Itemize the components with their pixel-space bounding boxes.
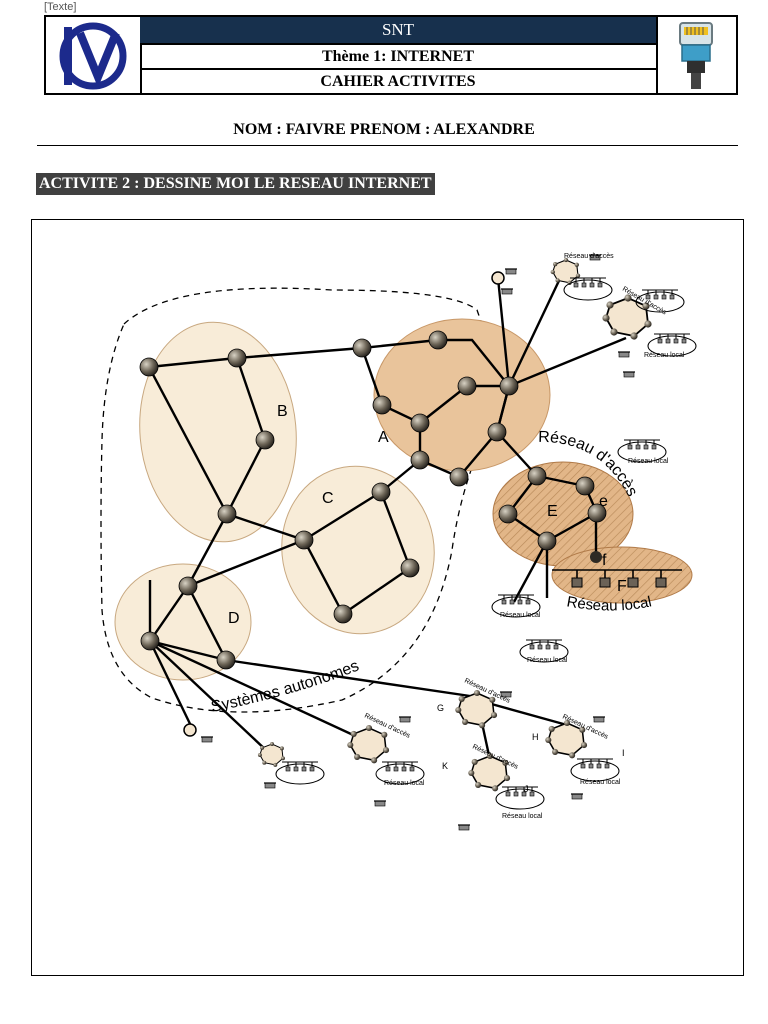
mini-label-local: Réseau local xyxy=(500,612,541,619)
mini-lan xyxy=(570,758,620,782)
theme-title: Thème 1: INTERNET xyxy=(140,45,656,70)
mini-device xyxy=(263,782,277,789)
label-g: G xyxy=(437,703,444,713)
label-d: D xyxy=(228,610,240,627)
lan-device xyxy=(627,577,639,588)
logo-cell xyxy=(46,17,142,93)
label-c: C xyxy=(322,490,334,507)
lan-device xyxy=(599,577,611,588)
lan-device xyxy=(571,577,583,588)
mini-label-access: Réseau d'accès xyxy=(564,253,614,260)
network-links xyxy=(147,267,627,761)
label-b: B xyxy=(277,403,288,420)
mini-device xyxy=(592,716,606,723)
mini-label-local: Réseau local xyxy=(527,657,568,664)
label-e-upper: E xyxy=(547,503,558,520)
label-a: A xyxy=(378,429,389,446)
ld-logo-icon xyxy=(59,22,127,90)
mini-device xyxy=(200,736,214,743)
notebook-title: CAHIER ACTIVITES xyxy=(320,73,476,90)
mini-router xyxy=(491,271,505,285)
router-nodes xyxy=(139,330,607,670)
mini-router xyxy=(183,723,197,737)
mini-device xyxy=(622,371,636,378)
label-local-network: Réseau local xyxy=(565,593,653,614)
mini-device xyxy=(398,716,412,723)
label-f-upper: F xyxy=(617,578,627,595)
label-h: H xyxy=(532,732,539,742)
label-f-lower: f xyxy=(602,552,607,569)
mini-device xyxy=(500,288,514,295)
corner-label: [Texte] xyxy=(44,1,77,13)
mini-label-local: Réseau local xyxy=(644,352,685,359)
router-f xyxy=(590,551,602,563)
mini-label-local: Réseau local xyxy=(580,779,621,786)
autonomous-systems-boundary xyxy=(100,287,496,713)
system-c xyxy=(281,465,435,635)
subject-title: SNT xyxy=(140,17,656,45)
mini-device xyxy=(570,793,584,800)
internet-diagram: B A C D E e f F G H I J K Systèmes auton… xyxy=(100,253,697,831)
label-i: I xyxy=(622,748,625,758)
mini-label-local: Réseau local xyxy=(628,458,669,465)
label-e-lower: e xyxy=(599,493,608,510)
mini-device xyxy=(457,824,471,831)
horizontal-rule xyxy=(37,145,738,146)
activity-title: ACTIVITE 2 : DESSINE MOI LE RESEAU INTER… xyxy=(36,173,435,195)
local-network-f xyxy=(551,546,693,604)
mini-device xyxy=(373,800,387,807)
student-name-line: NOM : FAIVRE PRENOM : ALEXANDRE xyxy=(233,121,535,138)
plug-cell xyxy=(656,17,736,93)
ethernet-plug-icon xyxy=(679,22,713,89)
mini-label-local: Réseau local xyxy=(502,813,543,820)
header-table: SNT Thème 1: INTERNET CAHIER ACTIVITES xyxy=(44,15,738,95)
system-b xyxy=(139,321,297,543)
mini-lan xyxy=(275,761,325,785)
mini-network-left xyxy=(346,724,390,765)
mini-lan xyxy=(495,786,545,810)
diagram-frame: B A C D E e f F G H I J K Systèmes auton… xyxy=(31,219,744,976)
lan-device xyxy=(655,577,667,588)
label-k: K xyxy=(442,761,448,771)
mini-device xyxy=(504,268,518,275)
label-j: J xyxy=(524,784,529,794)
system-a xyxy=(373,318,551,472)
mini-label-local: Réseau local xyxy=(384,780,425,787)
mini-device xyxy=(617,351,631,358)
title-column: SNT Thème 1: INTERNET CAHIER ACTIVITES xyxy=(140,17,658,93)
